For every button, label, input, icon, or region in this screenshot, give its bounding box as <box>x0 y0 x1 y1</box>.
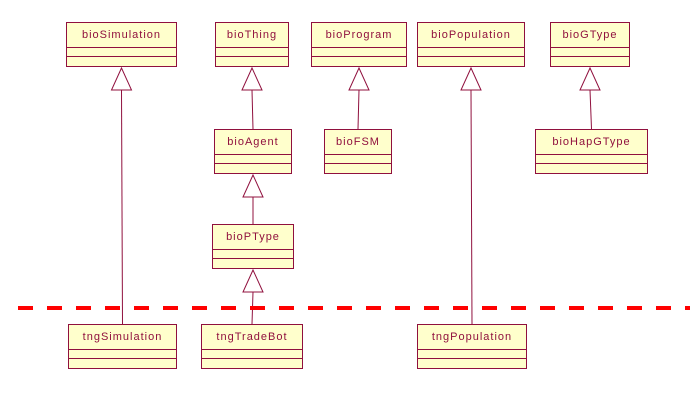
operations-compartment <box>418 359 526 368</box>
operations-compartment <box>551 57 629 66</box>
class-name-label: bioHapGType <box>536 130 647 155</box>
operations-compartment <box>312 57 406 66</box>
class-name-label: tngSimulation <box>69 325 176 350</box>
operations-compartment <box>213 259 293 268</box>
class-name-label: bioFSM <box>325 130 391 155</box>
edge-line <box>470 89 473 325</box>
class-name-label: bioAgent <box>215 130 291 155</box>
generalization-arrowhead-icon <box>348 66 370 91</box>
class-name-label: bioPType <box>213 225 293 250</box>
generalization-edge-bioHapGType-to-bioGType <box>579 66 601 130</box>
generalization-edge-bioAgent-to-bioThing <box>241 66 263 130</box>
class-name-label: bioProgram <box>312 23 406 48</box>
generalization-edge-tngSimulation-to-bioSimulation <box>110 66 133 325</box>
attributes-compartment <box>312 48 406 57</box>
generalization-arrowhead-icon <box>579 66 601 91</box>
attributes-compartment <box>536 155 647 164</box>
attributes-compartment <box>418 350 526 359</box>
class-name-label: tngTradeBot <box>202 325 302 350</box>
class-box-bioGType[interactable]: bioGType <box>550 22 630 67</box>
operations-compartment <box>325 164 391 173</box>
class-box-bioThing[interactable]: bioThing <box>215 22 289 67</box>
class-name-label: bioPopulation <box>418 23 524 48</box>
generalization-arrowhead-icon <box>110 66 133 91</box>
attributes-compartment <box>202 350 302 359</box>
generalization-edge-bioPType-to-bioAgent <box>242 173 264 224</box>
generalization-arrowhead-icon <box>241 66 263 91</box>
class-name-label: bioThing <box>216 23 288 48</box>
generalization-arrowhead-icon <box>460 66 482 91</box>
attributes-compartment <box>215 155 291 164</box>
class-box-bioSimulation[interactable]: bioSimulation <box>66 22 177 67</box>
operations-compartment <box>418 57 524 66</box>
attributes-compartment <box>213 250 293 259</box>
attributes-compartment <box>418 48 524 57</box>
operations-compartment <box>216 57 288 66</box>
attributes-compartment <box>551 48 629 57</box>
attributes-compartment <box>325 155 391 164</box>
class-box-bioPType[interactable]: bioPType <box>212 224 294 269</box>
operations-compartment <box>536 164 647 173</box>
operations-compartment <box>69 359 176 368</box>
class-box-bioPopulation[interactable]: bioPopulation <box>417 22 525 67</box>
class-name-label: tngPopulation <box>418 325 526 350</box>
class-box-bioProgram[interactable]: bioProgram <box>311 22 407 67</box>
edge-line <box>251 89 254 130</box>
class-box-tngPopulation[interactable]: tngPopulation <box>417 324 527 369</box>
class-box-bioFSM[interactable]: bioFSM <box>324 129 392 174</box>
operations-compartment <box>215 164 291 173</box>
generalization-arrowhead-icon <box>242 173 264 198</box>
class-box-tngSimulation[interactable]: tngSimulation <box>68 324 177 369</box>
operations-compartment <box>202 359 302 368</box>
attributes-compartment <box>67 48 176 57</box>
generalization-edge-tngTradeBot-to-bioPType <box>242 268 264 325</box>
class-name-label: bioGType <box>551 23 629 48</box>
class-box-bioHapGType[interactable]: bioHapGType <box>535 129 648 174</box>
edge-line <box>121 89 123 325</box>
edge-line <box>589 89 592 130</box>
attributes-compartment <box>216 48 288 57</box>
generalization-arrowhead-icon <box>242 268 264 293</box>
generalization-edge-bioFSM-to-bioProgram <box>348 66 370 130</box>
class-box-tngTradeBot[interactable]: tngTradeBot <box>201 324 303 369</box>
operations-compartment <box>67 57 176 66</box>
generalization-edge-tngPopulation-to-bioPopulation <box>460 66 482 325</box>
class-name-label: bioSimulation <box>67 23 176 48</box>
edge-line <box>357 89 360 130</box>
class-box-bioAgent[interactable]: bioAgent <box>214 129 292 174</box>
attributes-compartment <box>69 350 176 359</box>
